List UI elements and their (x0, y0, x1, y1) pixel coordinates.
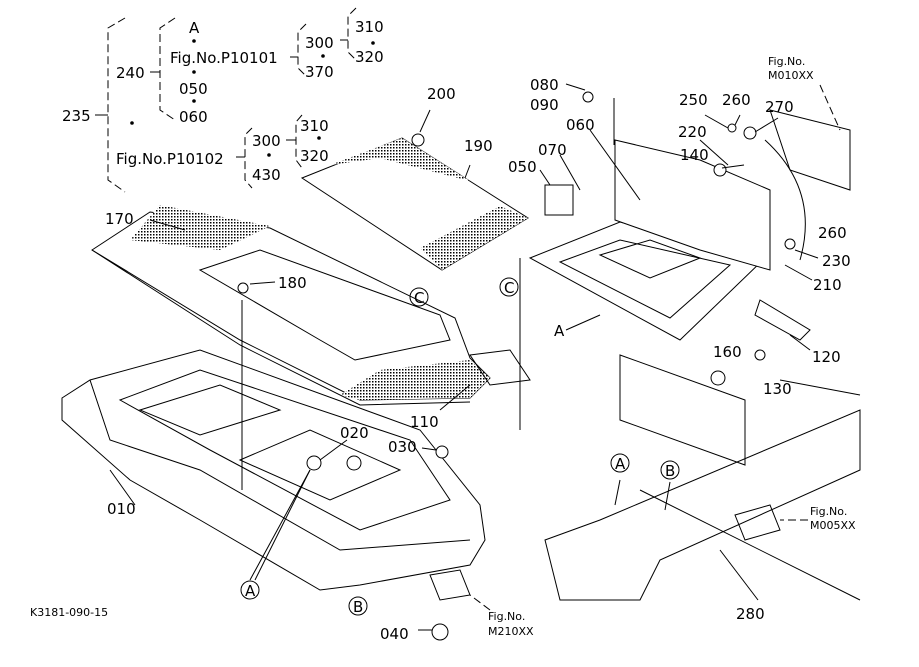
tree-b1-320: 320 (355, 48, 384, 66)
callout-210: 210 (813, 276, 842, 294)
tree-b1-370: 370 (305, 63, 334, 81)
floor-tray-010 (61, 300, 486, 591)
tree-235: 235 (62, 107, 91, 125)
tree-p10102[interactable]: Fig.No.P10102 (116, 150, 224, 168)
callout-250: 250 (679, 91, 708, 109)
callout-190: 190 (464, 137, 493, 155)
callout-070: 070 (538, 141, 567, 159)
callout-010: 010 (107, 500, 136, 518)
tree-b2-320: 320 (300, 147, 329, 165)
drawing-code: K3181-090-15 (30, 606, 108, 619)
callout-130: 130 (763, 380, 792, 398)
tree-b2-300: 300 (252, 132, 281, 150)
letter-a-2: A (245, 582, 256, 600)
tree-b2-310: 310 (300, 117, 329, 135)
assembly-tree: 235 240 A Fig.No.P10101 050 060 Fig.No.P… (62, 18, 384, 184)
callout-160: 160 (713, 343, 742, 361)
tree-b1-310: 310 (355, 18, 384, 36)
letter-b-1: B (665, 462, 675, 480)
floor-mat-190 (300, 137, 529, 271)
tree-240: 240 (116, 64, 145, 82)
letter-c-1: C (414, 289, 424, 307)
reference-letters: C C A B A B A (245, 279, 675, 616)
figref-m210-label[interactable]: Fig.No. (488, 610, 525, 623)
callout-180: 180 (278, 274, 307, 292)
callout-020: 020 (340, 424, 369, 442)
figref-m010-number[interactable]: M010XX (768, 69, 814, 82)
tree-b2-430: 430 (252, 166, 281, 184)
letter-a-1: A (615, 455, 626, 473)
tree-p10101[interactable]: Fig.No.P10101 (170, 49, 278, 67)
callout-060: 060 (566, 116, 595, 134)
callout-260-a: 260 (722, 91, 751, 109)
figure-references: Fig.No. M010XX Fig.No. M005XX Fig.No. M2… (30, 55, 856, 638)
leader-lines (109, 83, 841, 631)
callout-140: 140 (680, 146, 709, 164)
step-cover-170 (91, 205, 491, 406)
tree-050: 050 (179, 80, 208, 98)
callout-050: 050 (508, 158, 537, 176)
letter-c-2: C (504, 279, 514, 297)
callout-260-b: 260 (818, 224, 847, 242)
reference-circles (240, 277, 680, 616)
assembly-tree-brackets (95, 7, 375, 193)
callout-120: 120 (812, 348, 841, 366)
part-callouts: 010 020 030 040 050 060 070 080 090 110 … (105, 76, 851, 643)
callout-200: 200 (427, 85, 456, 103)
figref-m010-label[interactable]: Fig.No. (768, 55, 805, 68)
figref-m005-label[interactable]: Fig.No. (810, 505, 847, 518)
callout-040: 040 (380, 625, 409, 643)
figref-m210-number[interactable]: M210XX (488, 625, 534, 638)
callout-230: 230 (822, 252, 851, 270)
callout-110: 110 (410, 413, 439, 431)
frame-plate (519, 139, 861, 601)
letter-b-2: B (353, 598, 363, 616)
callout-270: 270 (765, 98, 794, 116)
figref-m005-number[interactable]: M005XX (810, 519, 856, 532)
callout-280: 280 (736, 605, 765, 623)
callout-220: 220 (678, 123, 707, 141)
letter-a-plain: A (554, 322, 565, 340)
callout-090: 090 (530, 96, 559, 114)
hardware-parts (237, 91, 851, 641)
tree-a: A (189, 19, 200, 37)
callout-170: 170 (105, 210, 134, 228)
tree-b1-300: 300 (305, 34, 334, 52)
tree-060: 060 (179, 108, 208, 126)
callout-080: 080 (530, 76, 559, 94)
callout-030: 030 (388, 438, 417, 456)
